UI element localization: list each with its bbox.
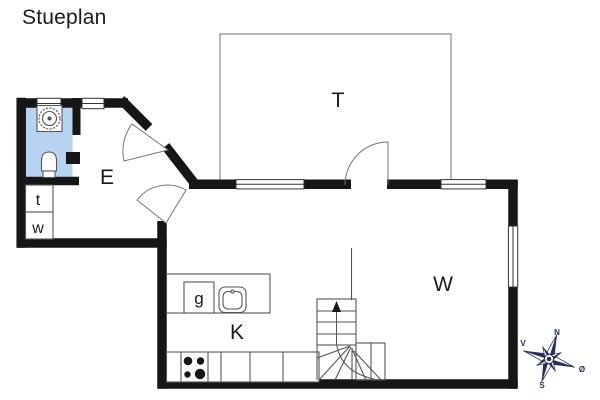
doors (122, 123, 389, 224)
shower-drain-dot (47, 116, 52, 121)
windows (36, 97, 519, 288)
appliance-g-box (183, 281, 215, 314)
closet-t-box (24, 184, 54, 213)
stove-burner (184, 371, 191, 378)
label-living-room: W (433, 273, 453, 296)
compass-label-north: N (554, 328, 560, 337)
door-hall-living (136, 184, 187, 224)
toilet-base (42, 170, 56, 179)
stove-burner (196, 357, 205, 365)
stair-winder-tread (353, 350, 382, 381)
compass-blade (549, 334, 558, 359)
label-appliance-g: g (194, 289, 203, 308)
label-closet-w: w (31, 220, 44, 237)
label-terrace: T (332, 89, 345, 112)
toilet-bowl (40, 151, 58, 172)
sink-faucet (230, 289, 235, 294)
compass-label-south: S (539, 381, 545, 390)
stair-walkline (336, 312, 375, 380)
compass-rose-icon: N V Ø S (520, 328, 585, 390)
closets (24, 184, 54, 240)
terrace-border (219, 33, 452, 180)
stair-winder-tread (351, 348, 367, 381)
compass-blade (549, 359, 575, 368)
page-title: Stueplan (22, 6, 107, 29)
wall-diagonal-upper (117, 96, 153, 131)
staircase (316, 248, 386, 381)
stair-winder-tread (316, 345, 351, 359)
stove-burner (194, 368, 206, 380)
stove-burner (183, 356, 193, 366)
stair-winder-tread (334, 346, 352, 381)
compass-label-east: Ø (579, 365, 585, 374)
stove (183, 356, 206, 380)
bathroom-fixtures (36, 104, 63, 179)
closet-w-box (24, 211, 54, 240)
wall-bath-door-stub (66, 152, 80, 164)
door-entrance (122, 123, 170, 162)
compass-label-west: V (520, 339, 526, 348)
compass-hub-dot (546, 356, 552, 362)
stair-up-arrow (332, 301, 341, 312)
label-kitchen: K (230, 321, 244, 344)
kitchen-counter-upper (165, 273, 271, 314)
sink-basin (222, 290, 243, 310)
terrace-outline (219, 33, 452, 180)
kitchen (165, 273, 320, 383)
door-terrace (344, 141, 389, 186)
label-closet-t: t (36, 192, 41, 209)
walls (16, 96, 518, 389)
label-hall: E (100, 166, 114, 189)
stair-winder-tread (318, 345, 351, 381)
kitchen-counter-lower (165, 351, 320, 383)
